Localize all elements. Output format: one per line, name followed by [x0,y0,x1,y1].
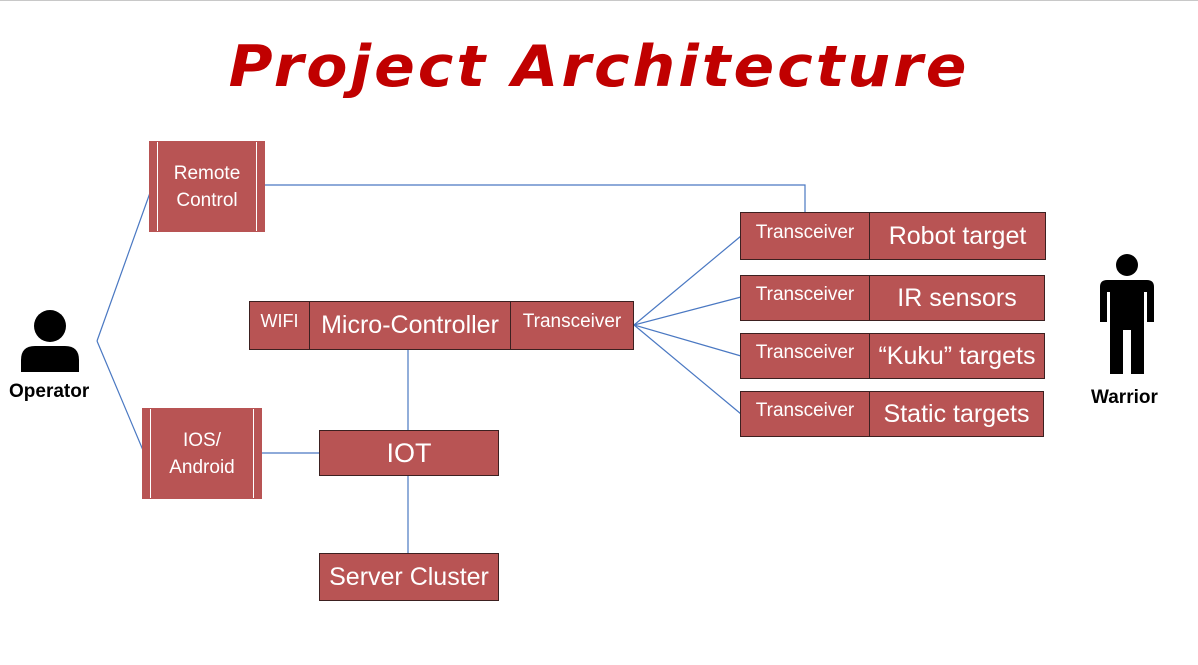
operator-to-ios-line [96,340,146,456]
warrior-label: Warrior [1091,387,1158,408]
ios-android-box: IOS/ Android [142,408,262,499]
operator-label: Operator [9,381,90,402]
mc-transceiver-box: Transceiver [510,301,634,350]
remote-control-box: Remote Control [149,141,265,232]
operator-to-remote-line [96,189,152,342]
remote-to-robot-line [265,184,806,213]
mc-to-t1-line [633,235,742,326]
ir-transceiver-box: Transceiver [740,275,870,321]
robot-transceiver-box: Transceiver [740,212,870,260]
kuku-transceiver-box: Transceiver [740,333,870,379]
operator-icon [21,310,79,372]
kuku-targets-box: “Kuku” targets [869,333,1045,379]
mc-to-t2-line [633,296,742,326]
iot-box: IOT [319,430,499,476]
top-divider [0,0,1198,1]
static-targets-box: Static targets [869,391,1044,437]
wifi-box: WIFI [249,301,310,350]
page-title: Project Architecture [228,33,970,101]
static-transceiver-box: Transceiver [740,391,870,437]
warrior-icon [1100,254,1154,374]
robot-target-box: Robot target [869,212,1046,260]
ir-sensors-box: IR sensors [869,275,1045,321]
mc-to-t3-line [633,324,742,357]
micro-controller-box: Micro-Controller [309,301,511,350]
mc-to-t4-line [633,324,742,415]
server-cluster-box: Server Cluster [319,553,499,601]
